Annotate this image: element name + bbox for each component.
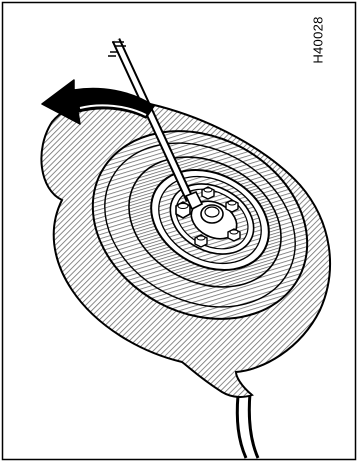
lug-nut bbox=[195, 235, 207, 247]
lug-nut bbox=[228, 229, 240, 241]
tire-cable bbox=[237, 393, 258, 458]
lug-nut bbox=[202, 187, 214, 199]
lug-nut bbox=[226, 200, 238, 212]
figure-code: H40028 bbox=[311, 16, 326, 63]
lug-nut bbox=[176, 202, 190, 218]
